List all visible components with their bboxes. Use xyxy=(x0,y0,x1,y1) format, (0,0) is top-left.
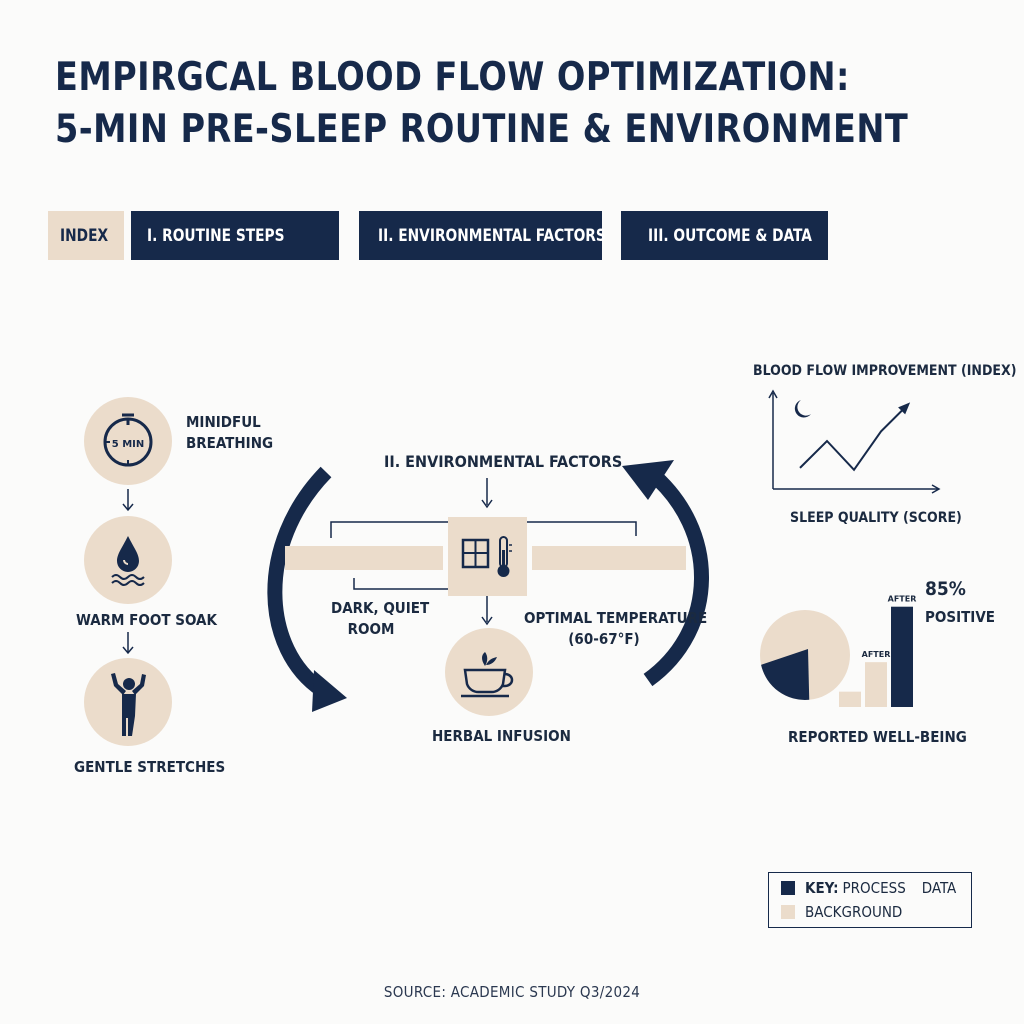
line-series-arrowhead xyxy=(898,402,911,415)
bar-1 xyxy=(839,691,861,707)
bar-2 xyxy=(865,662,887,707)
step-breathing-label: MINIDFUL BREATHING xyxy=(186,413,274,452)
environment-square xyxy=(448,517,527,596)
tab-environmental-factors[interactable]: II. ENVIRONMENTAL FACTORS xyxy=(359,211,606,260)
water-drop-icon xyxy=(117,536,139,572)
temperature-bar xyxy=(532,546,686,570)
room-bar xyxy=(285,546,443,570)
infusion-label: HERBAL INFUSION xyxy=(432,727,571,745)
legend-row-background: BACKGROUND xyxy=(781,903,902,921)
thermometer-icon xyxy=(497,536,512,577)
cup-icon xyxy=(461,652,514,698)
legend-swatch-navy xyxy=(781,881,795,895)
step-stretches-label: GENTLE STRETCHES xyxy=(74,758,226,776)
line-chart-xlabel: SLEEP QUALITY (SCORE) xyxy=(790,510,962,526)
page-title: EMPIRGCAL BLOOD FLOW OPTIMIZATION: 5-MIN… xyxy=(55,52,908,156)
window-icon xyxy=(461,538,490,569)
foot-soak-circle xyxy=(84,516,172,604)
positive-note-label: POSITIVE xyxy=(925,608,995,626)
line-chart-title: BLOOD FLOW IMPROVEMENT (INDEX) xyxy=(753,363,1017,379)
wellbeing-label: REPORTED WELL-BEING xyxy=(788,728,967,746)
legend-key: KEY: PROCESS DATA BACKGROUND xyxy=(768,872,972,928)
person-stretch-icon xyxy=(111,673,146,736)
bar-3 xyxy=(891,606,913,707)
environment-heading: II. ENVIRONMENTAL FACTORS xyxy=(384,452,623,471)
title-line-1: EMPIRGCAL BLOOD FLOW OPTIMIZATION: xyxy=(55,55,850,100)
step-foot-soak-label: WARM FOOT SOAK xyxy=(76,611,217,629)
arrow-down-2 xyxy=(122,632,134,655)
timer-text: 5 MIN xyxy=(112,439,144,450)
stretches-circle xyxy=(84,658,172,746)
wellbeing-chart: AFTER AFTER xyxy=(760,595,917,707)
bar-label-3: AFTER xyxy=(888,595,917,604)
line-series-path xyxy=(799,403,909,472)
breathing-circle: 5 MIN xyxy=(84,397,172,485)
timer-icon: 5 MIN xyxy=(103,413,153,467)
tab-routine-steps[interactable]: I. ROUTINE STEPS xyxy=(131,211,339,260)
bar-label-2: AFTER xyxy=(862,650,891,659)
tab-index[interactable]: INDEX xyxy=(48,211,124,260)
legend-row-process: KEY: PROCESS DATA xyxy=(781,879,956,897)
title-line-2: 5-MIN PRE-SLEEP ROUTINE & ENVIRONMENT xyxy=(55,107,909,152)
arrow-down-1 xyxy=(122,489,134,512)
infusion-circle xyxy=(445,628,533,716)
room-label: DARK, QUIET ROOM xyxy=(331,599,430,638)
temperature-label: OPTIMAL TEMPERATURE (60-67°F) xyxy=(524,609,708,648)
pie-slice-highlight xyxy=(761,649,810,700)
source-note: SOURCE: ACADEMIC STUDY Q3/2024 xyxy=(383,983,641,1001)
positive-percent-label: 85% xyxy=(925,578,966,600)
tab-outcome-data[interactable]: III. OUTCOME & DATA xyxy=(621,211,828,260)
line-chart xyxy=(768,389,941,494)
waves-icon xyxy=(111,574,145,586)
moon-icon xyxy=(794,400,811,418)
legend-swatch-beige xyxy=(781,905,795,919)
